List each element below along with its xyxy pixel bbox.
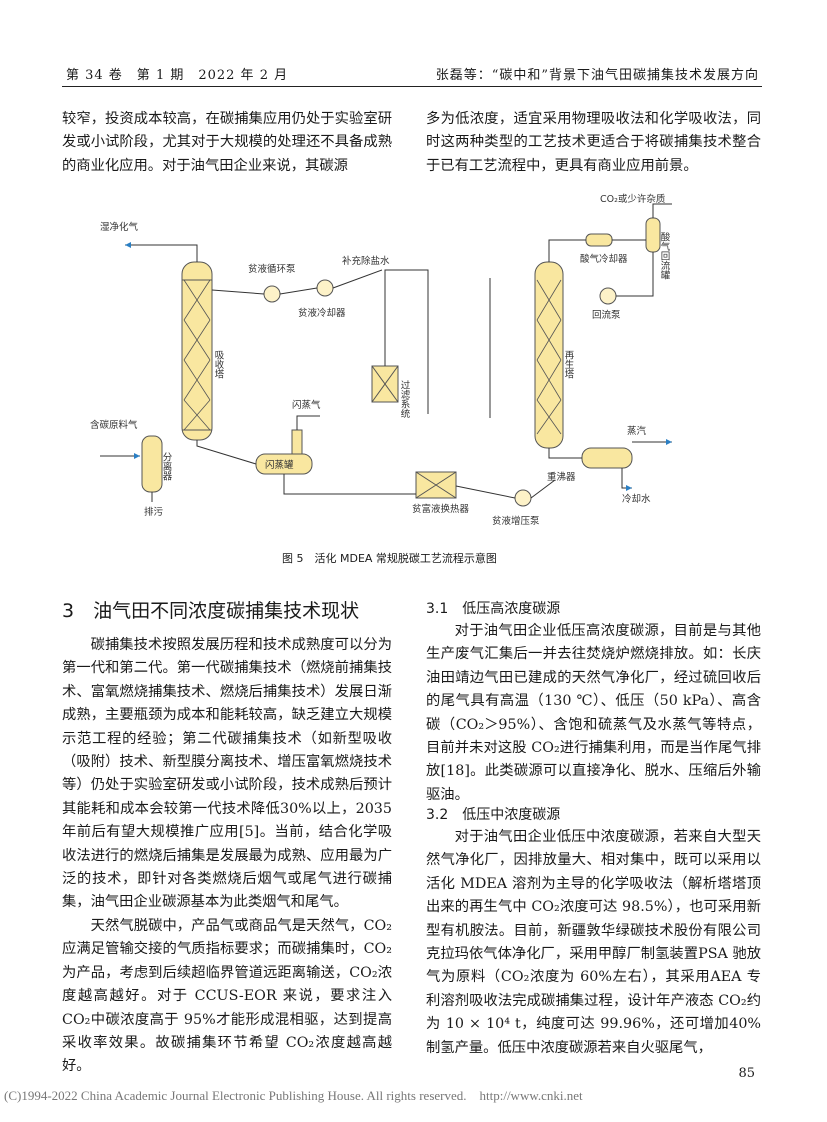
running-header-right: 张磊等：“碳中和”背景下油气田碳捕集技术发展方向 <box>435 68 759 83</box>
section-3-heading: 3 油气田不同浓度碳捕集技术现状 <box>62 600 360 622</box>
copyright-footer: (C)1994-2022 China Academic Journal Elec… <box>4 1088 583 1103</box>
reflux-pump-label: 回流泵 <box>592 309 621 321</box>
running-header-left: 第 34 卷 第 1 期 2022 年 2 月 <box>66 68 289 83</box>
co2-output-label: CO₂或少许杂质 <box>600 193 666 205</box>
figure-caption: 图 5 活化 MDEA 常规脱碳工艺流程示意图 <box>282 552 497 565</box>
page-number: 85 <box>738 1066 755 1081</box>
supplement-water-label: 补充除盐水 <box>342 255 390 267</box>
intro-right-column: 多为低浓度，适宜采用物理吸收法和化学吸收法，同时这两种类型的工艺技术更适合于将碳… <box>426 111 761 174</box>
regenerator-label: 再生塔 <box>563 350 575 379</box>
cooling-water-label: 冷却水 <box>622 493 651 505</box>
raw-gas-label: 含碳原料气 <box>90 419 138 431</box>
lean-cooler-label: 贫液冷却器 <box>298 307 346 319</box>
section-3-paragraph-1: 碳捕集技术按照发展历程和技术成熟度可以分为第一代和第二代。第一代碳捕集技术（燃烧… <box>62 637 392 911</box>
reboiler-label: 重沸器 <box>547 471 576 483</box>
lean-cooler <box>316 279 334 297</box>
reflux-pump <box>599 287 617 305</box>
intro-left-column: 较窄，投资成本较高，在碳捕集应用仍处于实验室研发或小试阶段，尤其对于大规模的处理… <box>62 111 392 174</box>
purified-gas-label: 湿净化气 <box>100 221 139 233</box>
section-3-paragraph-2: 天然气脱碳中，产品气或商品气是天然气，CO₂应满足管输交接的气质指标要求；而碳捕… <box>62 918 392 1075</box>
section-3-2-paragraph: 对于油气田企业低压中浓度碳源，若来自大型天然气净化厂，因排放量大、相对集中，既可… <box>426 829 761 1056</box>
reboiler <box>581 447 633 469</box>
process-flow-diagram: 吸收塔 湿净化气 贫液循环泵 贫液冷却器 补充除盐水 过滤系统 含碳原料气 分离… <box>90 193 672 527</box>
reflux-tank-label: 酸气回流罐 <box>659 231 671 280</box>
section-3-1-paragraph: 对于油气田企业低压高浓度碳源，目前是与其他生产废气汇集后一并去往焚烧炉燃烧排放。… <box>426 623 761 803</box>
separator-label: 分离器 <box>161 452 173 481</box>
header-rule <box>62 86 762 87</box>
regenerator-tower <box>534 261 564 449</box>
sewage-label: 排污 <box>144 506 164 518</box>
lean-booster-label: 贫液增压泵 <box>492 515 540 527</box>
lean-pump-label: 贫液循环泵 <box>248 263 296 275</box>
absorber-label: 吸收塔 <box>213 350 225 379</box>
acid-cooler-label: 酸气冷却器 <box>580 253 628 265</box>
lean-booster-pump <box>514 489 532 507</box>
section-3-2-heading: 3.2 低压中浓度碳源 <box>426 807 561 823</box>
filter-label: 过滤系统 <box>399 379 411 419</box>
steam-label: 蒸汽 <box>627 425 647 437</box>
flash-gas-label: 闪蒸气 <box>292 399 321 411</box>
flash-tank-label: 闪蒸罐 <box>265 459 294 471</box>
lean-circulation-pump <box>263 285 281 303</box>
absorber-tower <box>181 261 213 441</box>
acid-gas-cooler <box>585 233 613 247</box>
separator-vessel <box>141 435 163 493</box>
section-3-1-heading: 3.1 低压高浓度碳源 <box>426 601 561 617</box>
heat-exchanger-label: 贫富液换热器 <box>412 503 470 515</box>
